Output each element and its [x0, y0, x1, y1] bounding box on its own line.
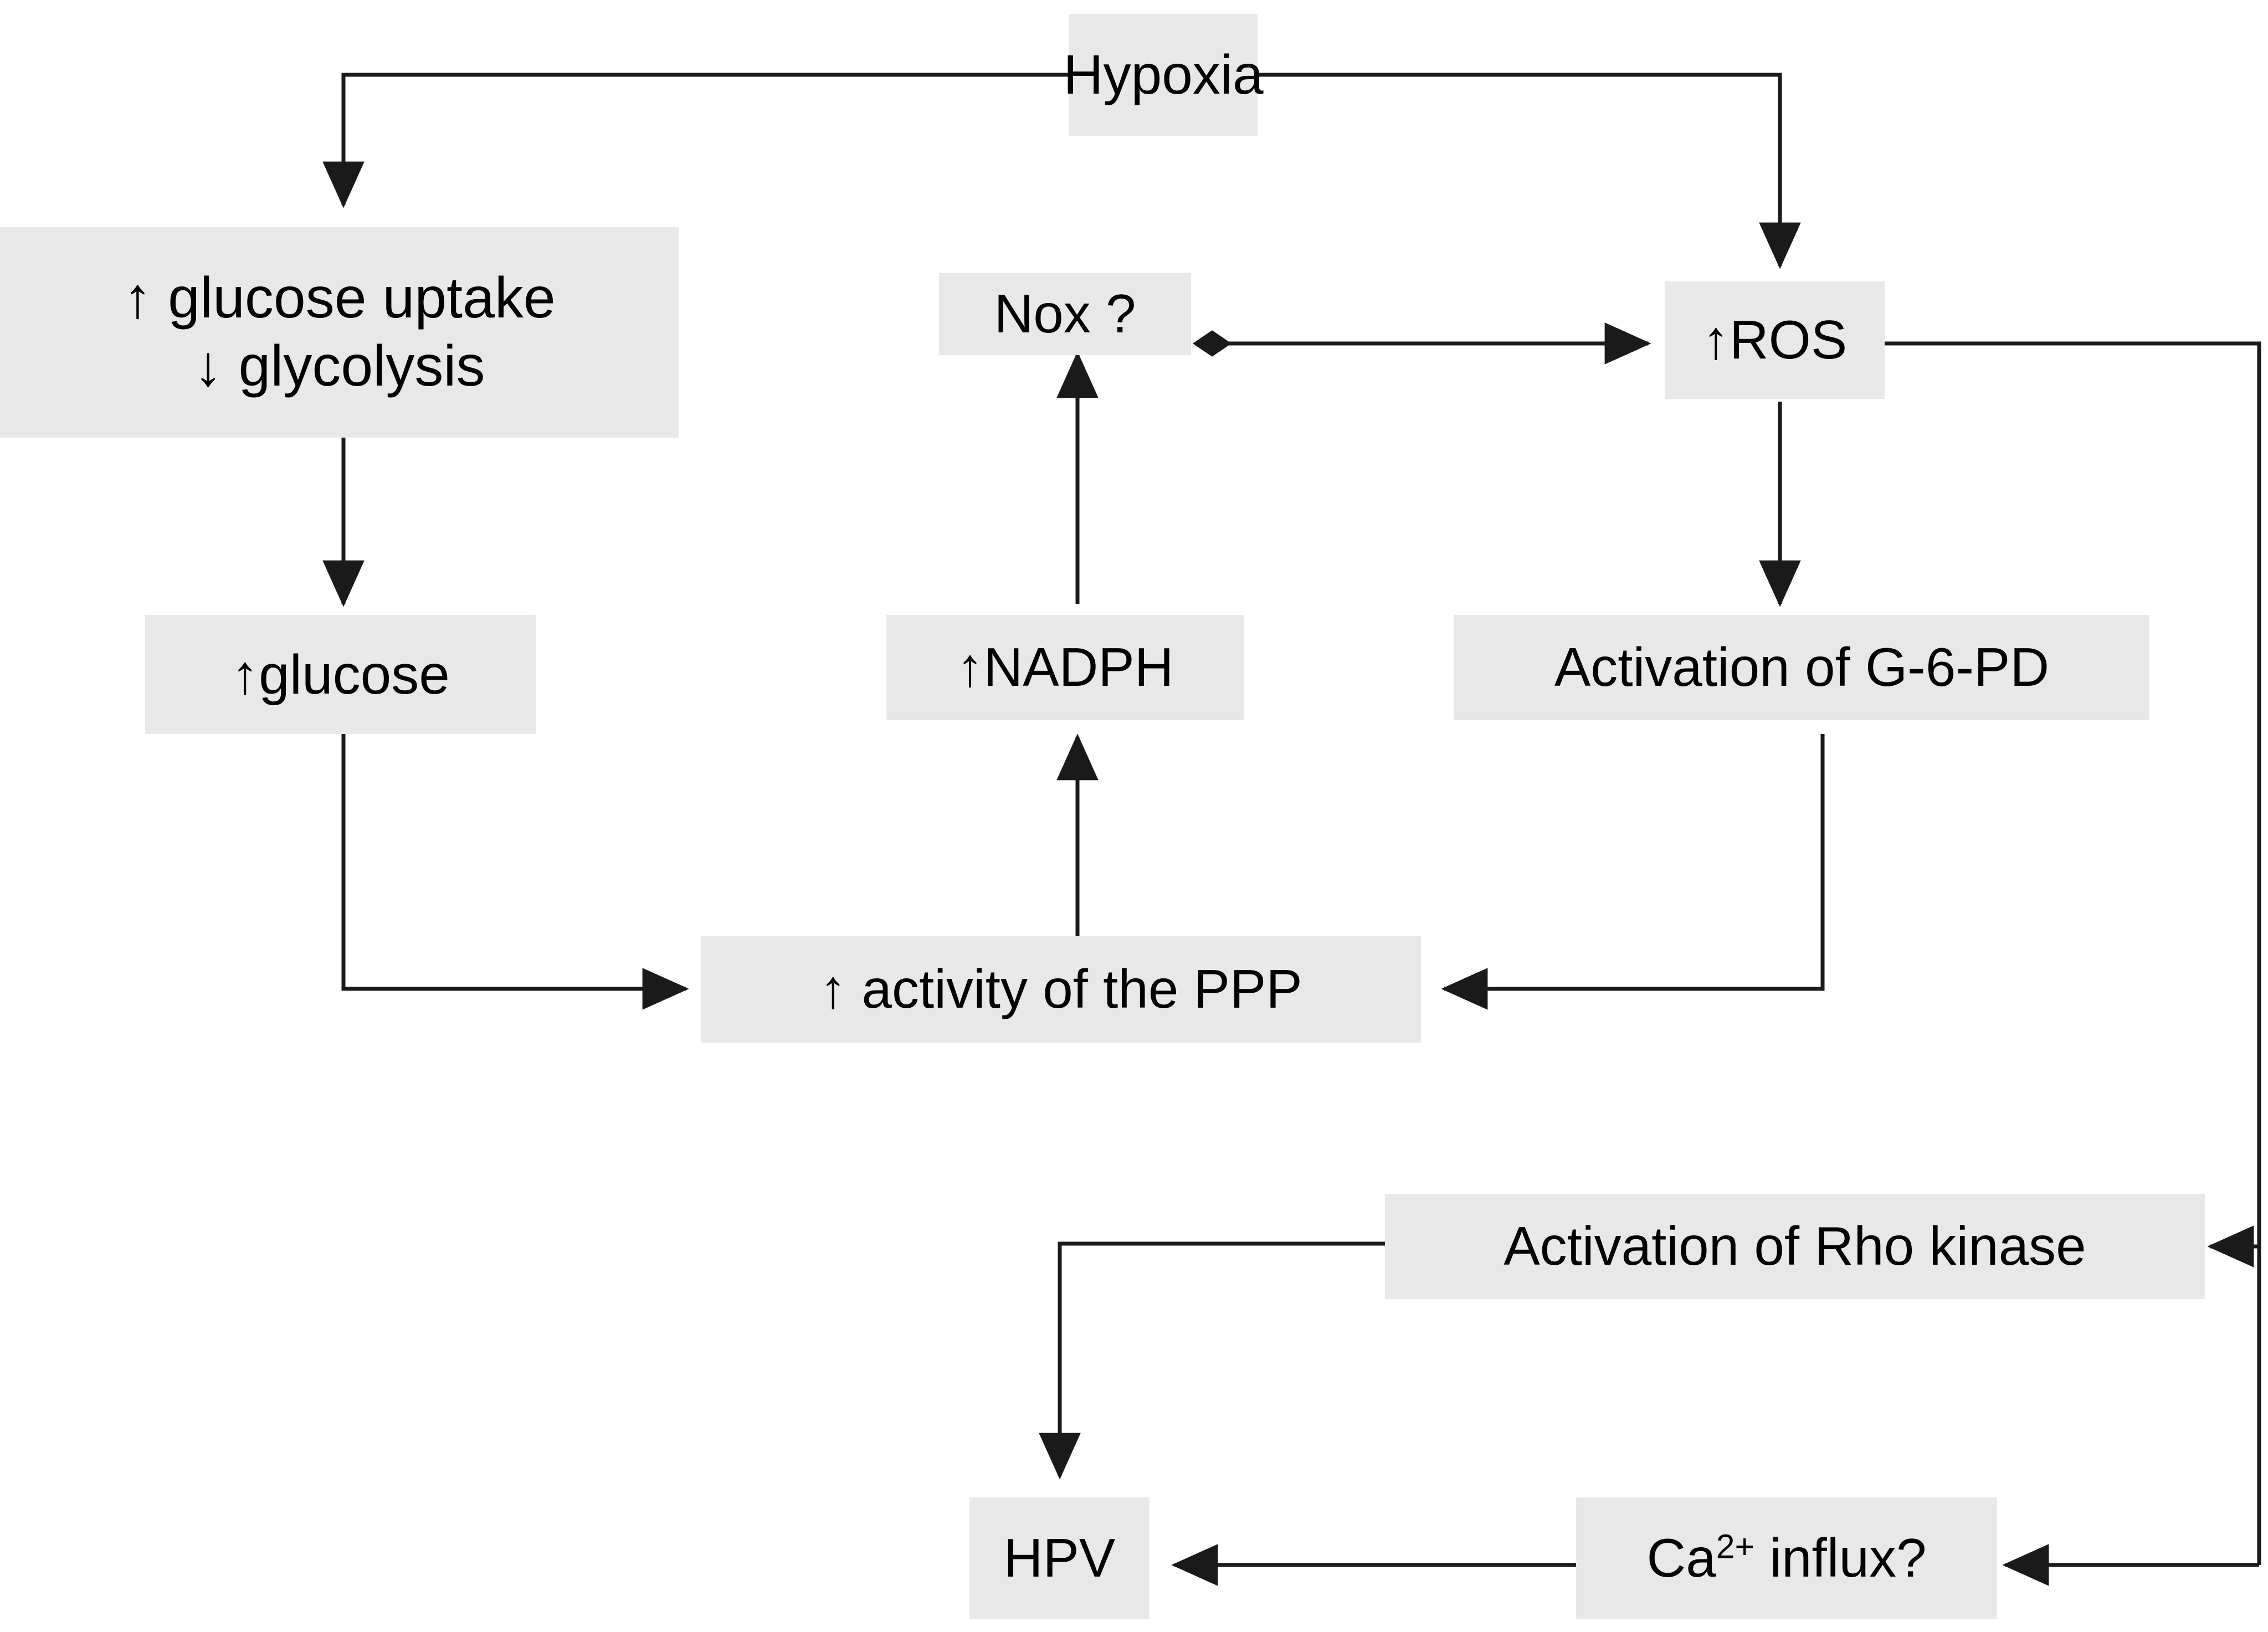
node-ppp-label: ↑ activity of the PPP — [819, 958, 1302, 1020]
node-glycolysis-line2: ↓ glycolysis — [193, 334, 485, 398]
edge-ros-right-trunk — [1885, 341, 2261, 1565]
edge-glucose-to-ppp — [341, 734, 689, 1010]
node-ros-label: ↑ROS — [1702, 309, 1848, 371]
node-rho-kinase[interactable]: Activation of Rho kinase — [1385, 1194, 2205, 1299]
node-hpv-label: HPV — [1003, 1527, 1116, 1589]
node-glucose-uptake-line1: ↑ glucose uptake — [123, 266, 556, 331]
node-ppp[interactable]: ↑ activity of the PPP — [701, 936, 1421, 1043]
node-nox[interactable]: Nox ? — [939, 273, 1191, 355]
edge-rho-kinase-to-hpv — [1039, 1241, 1396, 1480]
node-glucose-uptake-glycolysis[interactable]: ↑ glucose uptake ↓ glycolysis — [0, 227, 679, 438]
node-glucose-label: ↑glucose — [231, 643, 450, 706]
node-hypoxia[interactable]: Hypoxia — [1063, 14, 1264, 136]
node-g6pd-label: Activation of G-6-PD — [1554, 637, 2050, 698]
node-nadph-label: ↑NADPH — [956, 637, 1174, 698]
edge-g6pd-to-ppp — [1441, 734, 1825, 1010]
node-nox-label: Nox ? — [994, 283, 1136, 345]
edge-hypoxia-to-ros — [1258, 73, 1801, 269]
node-ca-influx-prefix: Ca — [1646, 1527, 1716, 1589]
node-ca-influx-suffix: influx? — [1754, 1527, 1927, 1589]
node-ros[interactable]: ↑ROS — [1665, 281, 1885, 399]
node-nadph[interactable]: ↑NADPH — [886, 615, 1244, 720]
node-rho-kinase-label: Activation of Rho kinase — [1504, 1215, 2086, 1277]
edge-hypoxia-to-glucose-uptake — [322, 73, 1069, 208]
node-g6pd[interactable]: Activation of G-6-PD — [1454, 615, 2149, 720]
node-ca-influx-superscript: 2+ — [1716, 1527, 1755, 1566]
node-glucose[interactable]: ↑glucose — [145, 615, 536, 734]
node-ca-influx[interactable]: Ca2+ influx? — [1576, 1497, 1997, 1619]
node-hypoxia-label: Hypoxia — [1063, 44, 1264, 106]
node-ca-influx-label: Ca2+ influx? — [1646, 1526, 1926, 1590]
node-hpv[interactable]: HPV — [969, 1497, 1150, 1619]
